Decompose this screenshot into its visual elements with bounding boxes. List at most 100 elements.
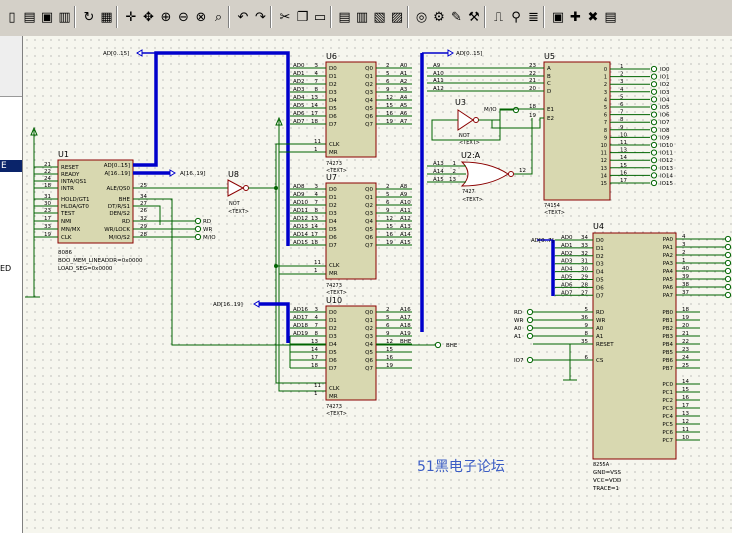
cut-icon: ✂ <box>279 9 291 25</box>
u7-input-label: AD10 <box>293 200 308 206</box>
save-icon: ▣ <box>40 9 54 25</box>
terminal <box>650 126 658 133</box>
open-folder-button[interactable]: ▤ <box>19 6 40 28</box>
u6-chip-body <box>325 61 377 158</box>
zoom-all-button[interactable]: ⊗ <box>191 6 211 28</box>
u4-port-pin: PB7 <box>662 366 673 372</box>
u10-pin-number: 8 <box>315 331 319 337</box>
u4-port-pin: PA6 <box>663 285 674 291</box>
pan-button[interactable]: ✥ <box>138 6 159 28</box>
terminal <box>526 332 534 340</box>
u5-pin-name: 15 <box>601 181 607 187</box>
u10-pin-number: 19 <box>386 363 393 369</box>
u7-pin-number: 16 <box>386 232 393 238</box>
u4-pin-number: 38 <box>682 282 689 288</box>
grid-button[interactable]: ▦ <box>96 6 117 28</box>
u4-pin-number: 5 <box>585 307 589 313</box>
u7-pin-number: 13 <box>311 216 318 222</box>
new-file-button[interactable]: ▯ <box>2 6 22 28</box>
redo-button[interactable]: ↷ <box>250 6 271 28</box>
property-tool-button[interactable]: ≣ <box>523 6 544 28</box>
u4-port-pin: PC7 <box>662 438 673 444</box>
u4-prop: TRACE=1 <box>592 486 619 492</box>
u7-pin-name: Q2 <box>365 203 373 209</box>
terminal <box>724 267 732 275</box>
paste-button[interactable]: ▭ <box>310 6 330 28</box>
block-delete-button[interactable]: ▨ <box>387 6 407 28</box>
search-tag-button[interactable]: ⚲ <box>506 6 526 28</box>
u4-data-label: AD2 <box>561 251 573 257</box>
u7-pin-name: D2 <box>329 203 337 209</box>
u4-pin-number: 2 <box>682 250 686 256</box>
undo-button[interactable]: ↶ <box>233 6 253 28</box>
u5-pin-name: 14 <box>601 173 607 179</box>
u4-pin-name: D0 <box>596 238 604 244</box>
u6-pin-name: D2 <box>329 82 337 88</box>
u6-pin-name: MR <box>329 150 338 156</box>
object-selector-panel[interactable]: E ED <box>0 36 23 533</box>
sidebar-item-label[interactable]: ED <box>0 264 12 273</box>
u6-output-label: A6 <box>400 111 408 117</box>
u6-pin-name: D3 <box>329 90 337 96</box>
u6-pin-name: Q6 <box>365 114 373 120</box>
open-folder-icon: ▤ <box>23 9 36 25</box>
u5-pin-number: 5 <box>620 94 624 100</box>
zoom-out-icon: ⊖ <box>178 9 189 25</box>
u1-output-label: RD <box>203 219 211 225</box>
u4-pin-number: 40 <box>682 266 689 272</box>
u5-pin-number: 20 <box>529 86 536 92</box>
u10-pin-name: Q5 <box>365 350 373 356</box>
netlist-button[interactable]: ▤ <box>600 6 621 28</box>
undo-icon: ↶ <box>237 9 249 25</box>
package-tool-button[interactable]: ✎ <box>446 6 467 28</box>
zoom-area-button[interactable]: ⌕ <box>208 6 229 28</box>
u10-pin-number: 16 <box>386 355 393 361</box>
zoom-all-icon: ⊗ <box>195 9 207 25</box>
add-sheet-button[interactable]: ✚ <box>565 6 586 28</box>
origin-button[interactable]: ✛ <box>121 6 141 28</box>
u4-part: 8255A <box>593 462 610 468</box>
decompose-button[interactable]: ⚒ <box>464 6 484 28</box>
u4-port-pin: PC6 <box>662 430 673 436</box>
u5-pin-number: 11 <box>620 140 627 146</box>
cut-button[interactable]: ✂ <box>275 6 295 28</box>
u10-ref: U10 <box>326 296 342 305</box>
u6-pin-number: 19 <box>386 119 393 125</box>
u10-pin-number: 1 <box>314 391 318 397</box>
zoom-in-button[interactable]: ⊕ <box>156 6 176 28</box>
u10-pin-name: Q2 <box>365 326 373 332</box>
u5-output-label: IO14 <box>660 173 673 179</box>
u7-ref: U7 <box>326 173 337 182</box>
schematic-drawing[interactable]: U18086BOO_MEM_LINEADDR=0x0000LOAD_SEG=0x… <box>23 36 732 533</box>
new-sheet-button[interactable]: ▣ <box>548 6 568 28</box>
u2-input-label: A13 <box>433 161 444 167</box>
zoom-out-button[interactable]: ⊖ <box>173 6 194 28</box>
u4-pin-number: 9 <box>585 323 589 329</box>
u4-port-pin: PB4 <box>662 342 673 348</box>
u10-input-label: AD17 <box>293 315 308 321</box>
block-copy-button[interactable]: ▤ <box>334 6 355 28</box>
u5-pin-name: E1 <box>547 107 554 113</box>
wire <box>133 205 161 225</box>
remove-sheet-button[interactable]: ✖ <box>583 6 603 28</box>
u5-output-label: IO3 <box>660 90 670 96</box>
u5-pin-number: 21 <box>529 78 536 84</box>
pick-device-button[interactable]: ◎ <box>411 6 432 28</box>
u1-pin-number: 34 <box>140 194 147 200</box>
u6-pin-number: 18 <box>311 119 318 125</box>
wire-autorouter-button[interactable]: ⎍ <box>488 6 509 28</box>
print-button[interactable]: ▥ <box>54 6 75 28</box>
make-device-button[interactable]: ⚙ <box>429 6 449 28</box>
u1-pin-number: 23 <box>44 208 51 214</box>
u7-pin-number: 11 <box>314 260 321 266</box>
refresh-button[interactable]: ↻ <box>79 6 99 28</box>
block-move-button[interactable]: ▥ <box>352 6 372 28</box>
wire-autorouter-icon: ⎍ <box>493 9 504 25</box>
toolbar-separator <box>270 6 272 28</box>
block-rotate-button[interactable]: ▧ <box>369 6 390 28</box>
sidebar-selected-item[interactable]: E <box>0 160 22 172</box>
save-button[interactable]: ▣ <box>37 6 57 28</box>
u4-pin-number: 33 <box>581 243 588 249</box>
copy-button[interactable]: ❐ <box>292 6 313 28</box>
